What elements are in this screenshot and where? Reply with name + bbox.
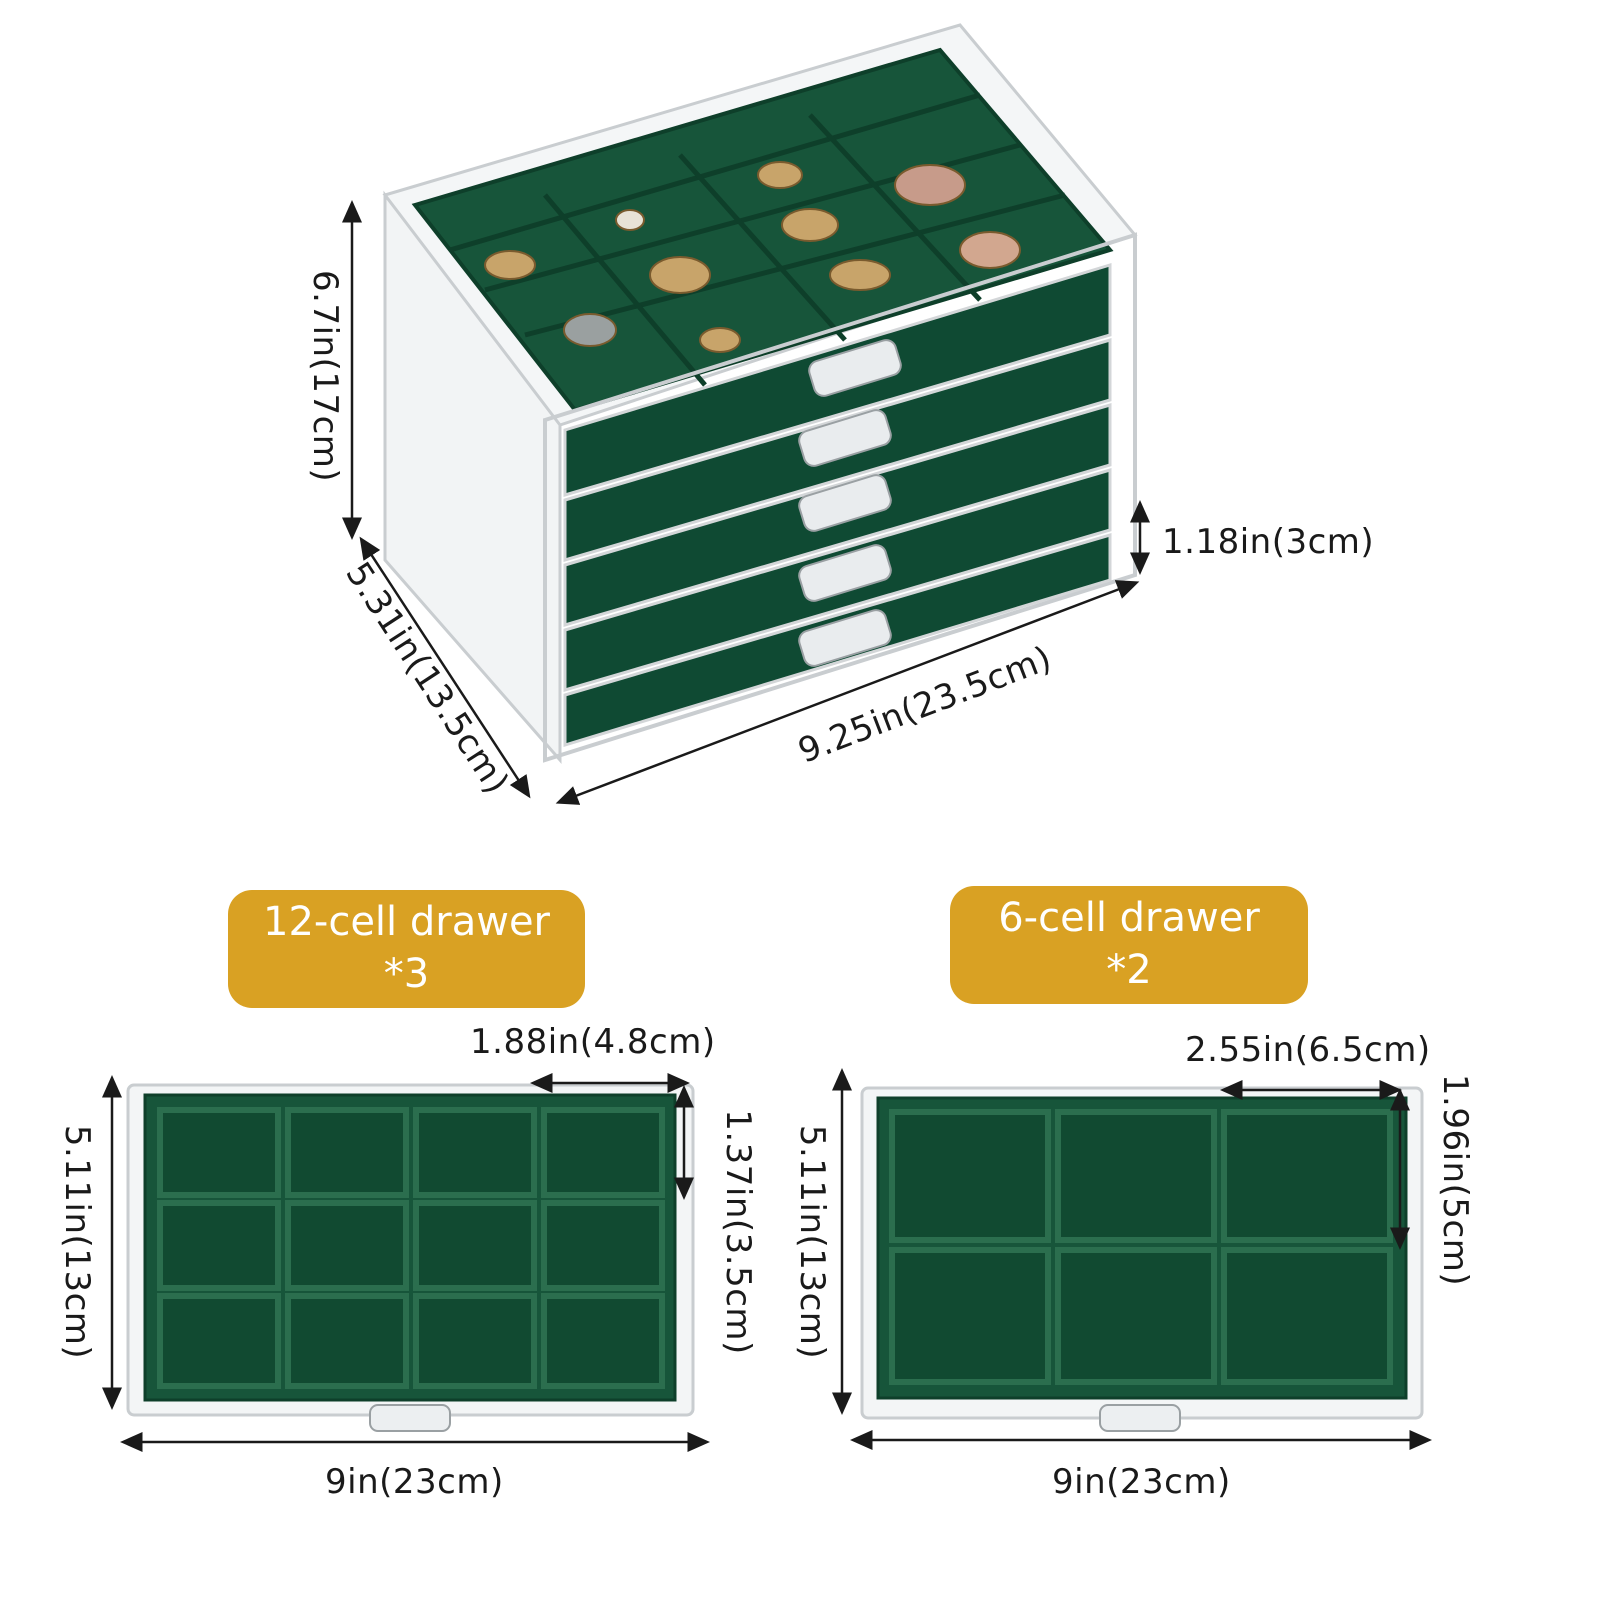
- drawer-12-width-label: 9in(23cm): [325, 1462, 504, 1502]
- top-dimension-arrows: [342, 200, 1150, 805]
- drawer-6-cell-height-label: 1.96in(5cm): [1435, 1073, 1475, 1287]
- drawer-6-badge: 6-cell drawer *2: [950, 886, 1308, 1004]
- drawer-12-dimension-arrows: [102, 1073, 710, 1452]
- drawer-12-cell-height-label: 1.37in(3.5cm): [718, 1109, 758, 1355]
- drawer-6-badge-count: *2: [1106, 947, 1152, 993]
- drawer-12-handle: [369, 1404, 451, 1432]
- drawer-6-handle: [1099, 1404, 1181, 1432]
- drawer-12-badge: 12-cell drawer *3: [228, 890, 585, 1008]
- drawer-6-badge-title: 6-cell drawer: [998, 895, 1260, 941]
- drawer-12-cell-width-label: 1.88in(4.8cm): [470, 1022, 716, 1062]
- drawer-6-cell: [860, 1086, 1424, 1432]
- height-label: 6.7in(17cm): [305, 270, 345, 483]
- drawer-12-cell: [126, 1083, 695, 1432]
- jewelry-organizer: [382, 23, 1138, 764]
- drawer-6-depth-label: 5.11in(13cm): [792, 1124, 832, 1360]
- drawer-12-badge-count: *3: [383, 951, 430, 997]
- drawer-12-badge-title: 12-cell drawer: [263, 899, 550, 945]
- drawer-6-dimension-arrows: [832, 1068, 1432, 1450]
- drawer-6-width-label: 9in(23cm): [1052, 1462, 1231, 1502]
- jewelry-items: [484, 161, 1021, 353]
- drawer-6-cell-width-label: 2.55in(6.5cm): [1185, 1030, 1431, 1070]
- drawer-12-depth-label: 5.11in(13cm): [57, 1124, 97, 1360]
- drawer-height-label: 1.18in(3cm): [1162, 522, 1375, 562]
